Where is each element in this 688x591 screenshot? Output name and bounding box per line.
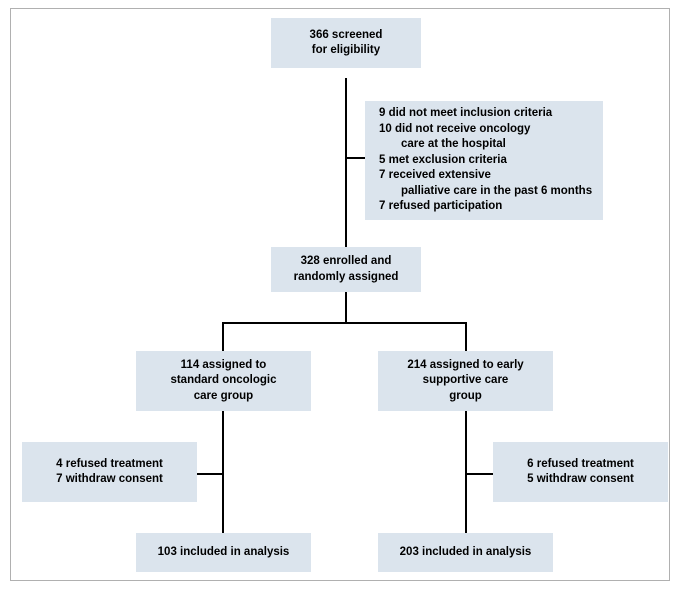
node-excluded-line-6: palliative care in the past 6 months: [401, 184, 593, 197]
connector-exclusion-stub: [345, 157, 365, 159]
connector-standard-arm-to-analysis: [222, 411, 224, 533]
connector-enrolled-to-split: [345, 292, 347, 323]
node-arm-supportive-label: 214 assigned to early supportive care gr…: [407, 358, 524, 402]
node-analysis-supportive-label: 203 included in analysis: [399, 545, 532, 558]
connector-screened-to-enrolled: [345, 78, 347, 257]
node-loss-supportive: 6 refused treatment 5 withdraw consent: [493, 442, 668, 502]
node-enrolled: 328 enrolled and randomly assigned: [271, 247, 421, 292]
node-excluded-line-4: 5 met exclusion criteria: [379, 153, 507, 166]
node-excluded: 9 did not meet inclusion criteria 10 did…: [365, 101, 603, 220]
node-arm-supportive: 214 assigned to early supportive care gr…: [378, 351, 553, 411]
node-screened: 366 screened for eligibility: [271, 18, 421, 68]
figure-frame: 366 screened for eligibility 9 did not m…: [10, 8, 670, 581]
node-arm-standard-label: 114 assigned to standard oncologic care …: [170, 358, 277, 402]
connector-split-to-supportive-arm: [465, 322, 467, 352]
connector-supportive-loss-stub: [465, 473, 493, 475]
node-analysis-standard: 103 included in analysis: [136, 533, 311, 572]
node-arm-standard: 114 assigned to standard oncologic care …: [136, 351, 311, 411]
node-excluded-line-7: 7 refused participation: [379, 200, 503, 213]
node-loss-standard-label: 4 refused treatment 7 withdraw consent: [56, 457, 163, 486]
node-analysis-supportive: 203 included in analysis: [378, 533, 553, 572]
connector-standard-loss-stub: [196, 473, 224, 475]
node-analysis-standard-label: 103 included in analysis: [157, 545, 290, 558]
node-screened-label: 366 screened for eligibility: [309, 28, 383, 57]
connector-split-to-standard-arm: [222, 322, 224, 352]
node-excluded-line-5: 7 received extensive: [379, 169, 491, 182]
connector-supportive-arm-to-analysis: [465, 411, 467, 533]
node-loss-standard: 4 refused treatment 7 withdraw consent: [22, 442, 197, 502]
node-excluded-line-2: 10 did not receive oncology: [379, 122, 531, 135]
connector-randomization-split-bar: [222, 322, 467, 324]
node-loss-supportive-label: 6 refused treatment 5 withdraw consent: [527, 457, 634, 486]
node-excluded-line-1: 9 did not meet inclusion criteria: [379, 107, 553, 120]
node-enrolled-label: 328 enrolled and randomly assigned: [293, 255, 399, 283]
node-excluded-line-3: care at the hospital: [401, 138, 506, 151]
